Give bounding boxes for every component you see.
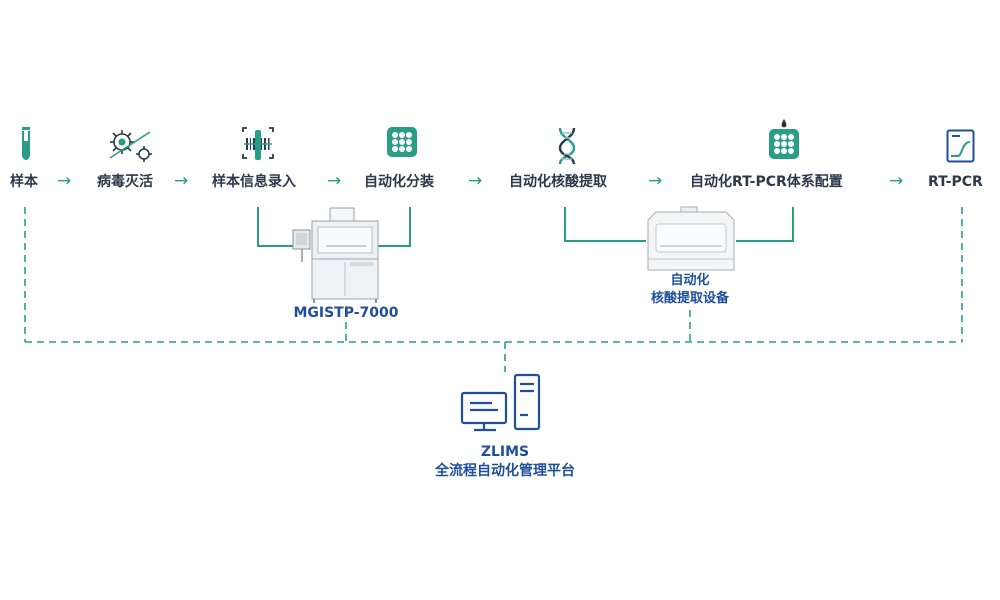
virus-inactivation-icon <box>109 130 152 162</box>
amplification-curve-icon <box>946 129 975 163</box>
sample-tube-icon <box>22 127 30 160</box>
bracket-mgistp <box>257 207 411 247</box>
step-label-virus-inactivation: 病毒灭活 <box>97 174 153 190</box>
step-label-auto-extraction: 自动化核酸提取 <box>509 174 607 190</box>
extractor-label-line1: 自动化 <box>670 273 710 288</box>
step-label-rtpcr: RT-PCR <box>928 174 983 190</box>
dna-helix-icon <box>558 127 576 165</box>
step-label-sample: 样本 <box>10 174 38 190</box>
barcode-scanner-icon <box>242 127 274 160</box>
step-label-sample-info-entry: 样本信息录入 <box>212 174 296 190</box>
dashed-connectors <box>24 207 963 372</box>
bracket-extractor <box>564 207 794 242</box>
arrow-6: → <box>889 171 904 191</box>
step-label-auto-aliquot: 自动化分装 <box>364 174 434 190</box>
step-label-auto-rtpcr-setup: 自动化RT-PCR体系配置 <box>690 174 843 190</box>
platform-name: ZLIMS <box>480 444 530 460</box>
mgistp-label: MGISTP-7000 <box>293 305 399 321</box>
mgistp-machine <box>292 207 379 303</box>
well-plate-icon <box>387 127 417 157</box>
arrow-5: → <box>648 171 663 191</box>
arrow-1: → <box>57 171 72 191</box>
extractor-machine <box>647 206 735 271</box>
arrow-4: → <box>468 171 483 191</box>
pcr-plate-icon <box>769 119 799 159</box>
extractor-label-line2: 核酸提取设备 <box>650 291 729 306</box>
bracket-lines <box>257 207 794 247</box>
arrow-2: → <box>174 171 189 191</box>
platform-subtitle: 全流程自动化管理平台 <box>435 463 575 479</box>
arrow-3: → <box>327 171 342 191</box>
zlims-workstation-icon <box>460 373 541 432</box>
